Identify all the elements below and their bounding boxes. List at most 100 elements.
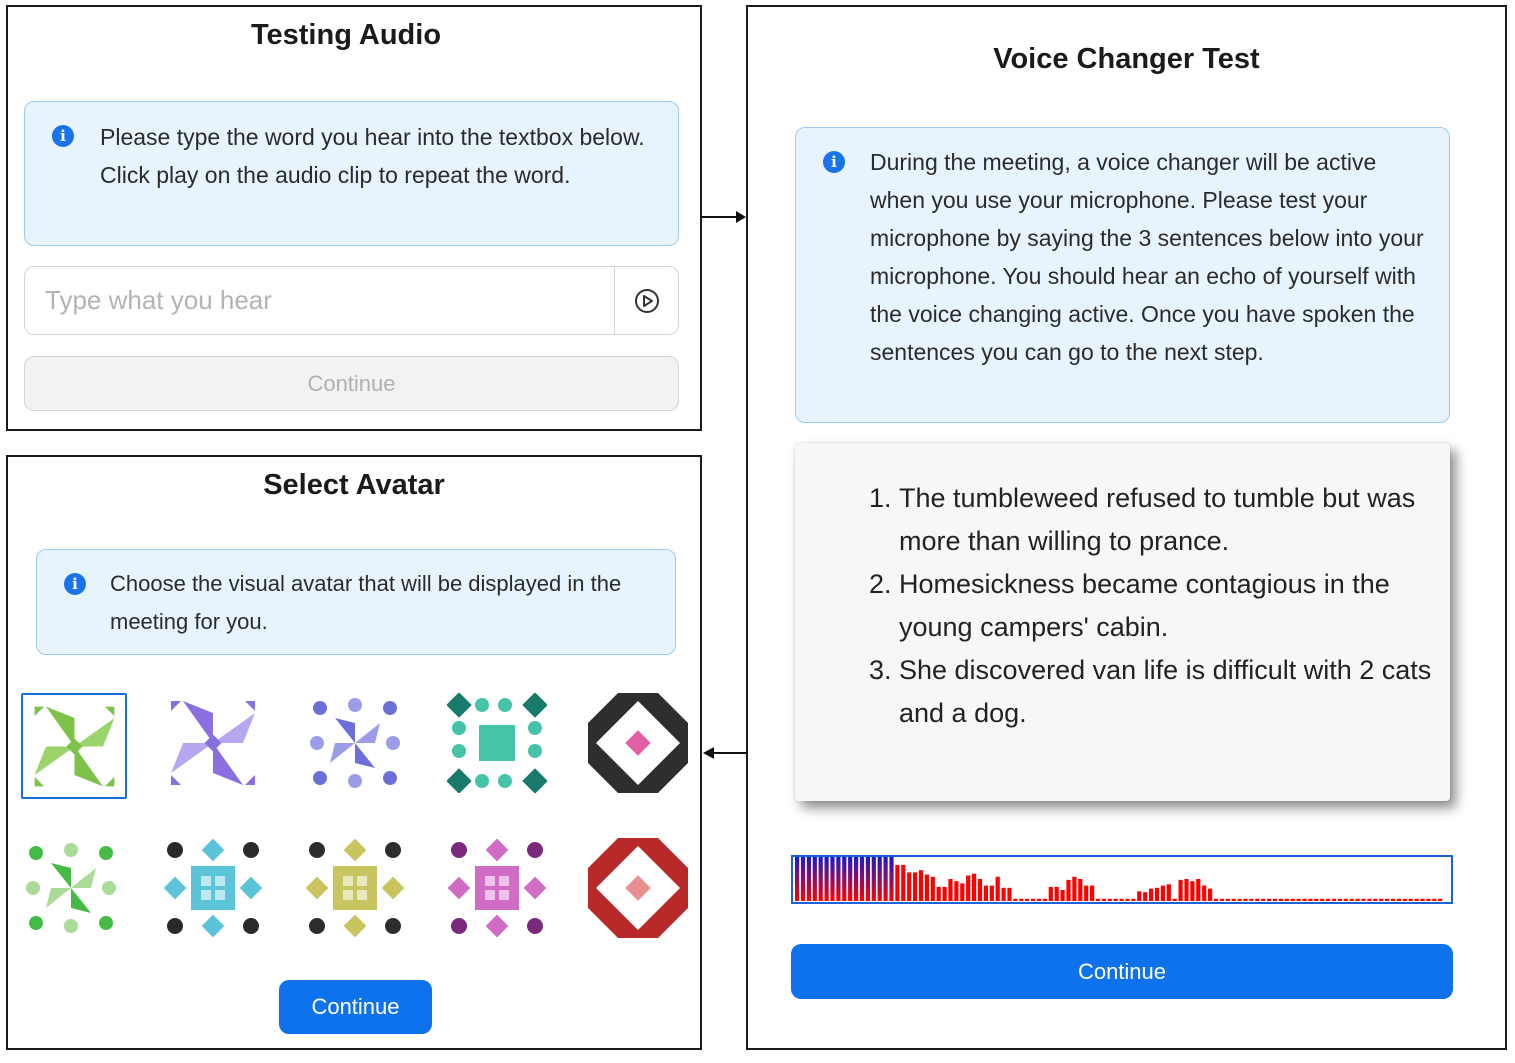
avatar-magenta-quilt[interactable] (447, 838, 547, 938)
level-bar (1019, 898, 1024, 901)
level-bar (1154, 887, 1160, 901)
level-bar (918, 870, 924, 901)
level-bar (977, 879, 983, 901)
level-bar (1143, 892, 1148, 901)
info-icon: i (52, 125, 74, 147)
avatar-pattern (163, 838, 263, 938)
level-bar (942, 886, 947, 901)
voice-changer-title: Voice Changer Test (993, 43, 1260, 75)
avatar-pattern (305, 838, 405, 938)
level-bar (1172, 898, 1177, 901)
level-bar (1396, 898, 1401, 901)
level-bar (960, 883, 965, 901)
avatar-dark-diamond[interactable] (588, 693, 688, 793)
avatar-pattern (447, 838, 547, 938)
level-bar (1314, 898, 1319, 901)
avatar-pattern (310, 698, 400, 788)
level-bar (1036, 898, 1042, 901)
sentence-item: Homesickness became contagious in the yo… (899, 563, 1450, 649)
level-bar (1137, 891, 1142, 901)
level-bar (1072, 876, 1077, 901)
avatar-red-diamond[interactable] (588, 838, 688, 938)
level-bar (1367, 898, 1372, 901)
level-bar (806, 857, 811, 901)
level-bar (871, 857, 876, 901)
level-bar (1219, 898, 1224, 901)
avatar-pattern (447, 693, 547, 793)
avatar-pattern (588, 693, 688, 793)
play-audio-button[interactable] (614, 267, 678, 334)
level-bar (1414, 898, 1419, 901)
level-bar (1131, 898, 1136, 901)
level-bar (1361, 898, 1366, 901)
sentences-card: The tumbleweed refused to tumble but was… (795, 443, 1450, 801)
level-bar (877, 857, 882, 901)
word-input[interactable] (25, 267, 610, 334)
arrow-to-select-avatar (703, 747, 748, 759)
select-avatar-info-text: Choose the visual avatar that will be di… (110, 571, 622, 634)
level-bar (1390, 898, 1396, 901)
level-bar (800, 857, 806, 901)
level-bar (1349, 898, 1354, 901)
audio-level-meter (791, 855, 1453, 904)
level-bar (1113, 898, 1118, 901)
testing-audio-title: Testing Audio (250, 19, 442, 51)
level-bar (1243, 898, 1248, 901)
level-bar (1166, 884, 1171, 901)
level-bar (1149, 888, 1154, 901)
level-bar (1402, 898, 1407, 901)
level-bar (1379, 898, 1384, 901)
level-bar (1084, 885, 1089, 901)
level-bar (1331, 898, 1337, 901)
testing-audio-info-text: Please type the word you hear into the t… (100, 124, 645, 188)
level-bar (1308, 898, 1313, 901)
avatar-lavender-pinwheel[interactable] (163, 693, 263, 793)
avatar-periwinkle-pinwheel[interactable] (305, 693, 405, 793)
select-avatar-continue-button[interactable]: Continue (279, 980, 432, 1034)
level-bar (1408, 898, 1413, 901)
level-bar (995, 876, 1000, 901)
avatar-pattern (26, 843, 116, 933)
level-bar (1337, 898, 1342, 901)
level-bar (1385, 898, 1390, 901)
voice-changer-info-text: During the meeting, a voice changer will… (870, 149, 1424, 365)
level-bar (1031, 898, 1036, 901)
level-bar (1095, 898, 1101, 901)
level-bar (1373, 898, 1378, 901)
level-bar (1213, 898, 1219, 901)
audio-level-bars (795, 857, 1443, 901)
level-bar (983, 885, 988, 901)
avatar-mint-pinwheel[interactable] (21, 838, 121, 938)
level-bar (895, 864, 900, 901)
word-input-row (24, 266, 679, 335)
level-bar (1178, 879, 1183, 901)
level-bar (1125, 898, 1130, 901)
select-avatar-title: Select Avatar (263, 469, 445, 501)
sentence-item: She discovered van life is difficult wit… (899, 649, 1450, 735)
avatar-green-pinwheel[interactable] (21, 693, 127, 799)
sentence-list: The tumbleweed refused to tumble but was… (795, 477, 1450, 735)
info-icon: i (823, 151, 845, 173)
avatar-aqua-quilt[interactable] (163, 838, 263, 938)
level-bar (889, 857, 894, 901)
testing-audio-continue-button[interactable]: Continue (24, 356, 679, 411)
level-bar (1025, 898, 1030, 901)
level-bar (1054, 886, 1059, 901)
level-bar (1296, 898, 1301, 901)
level-bar (1001, 887, 1006, 901)
avatar-olive-quilt[interactable] (305, 838, 405, 938)
level-bar (1184, 879, 1189, 901)
level-bar (913, 872, 918, 901)
level-bar (1160, 885, 1165, 901)
level-bar (1355, 898, 1360, 901)
level-bar (883, 857, 888, 901)
level-bar (859, 857, 865, 901)
avatar-teal-square[interactable] (447, 693, 547, 793)
level-bar (1119, 898, 1124, 901)
level-bar (1326, 898, 1331, 901)
level-bar (989, 885, 994, 901)
level-bar (1343, 898, 1348, 901)
level-bar (1249, 898, 1254, 901)
voice-changer-continue-button[interactable]: Continue (791, 944, 1453, 999)
level-bar (1438, 898, 1443, 901)
